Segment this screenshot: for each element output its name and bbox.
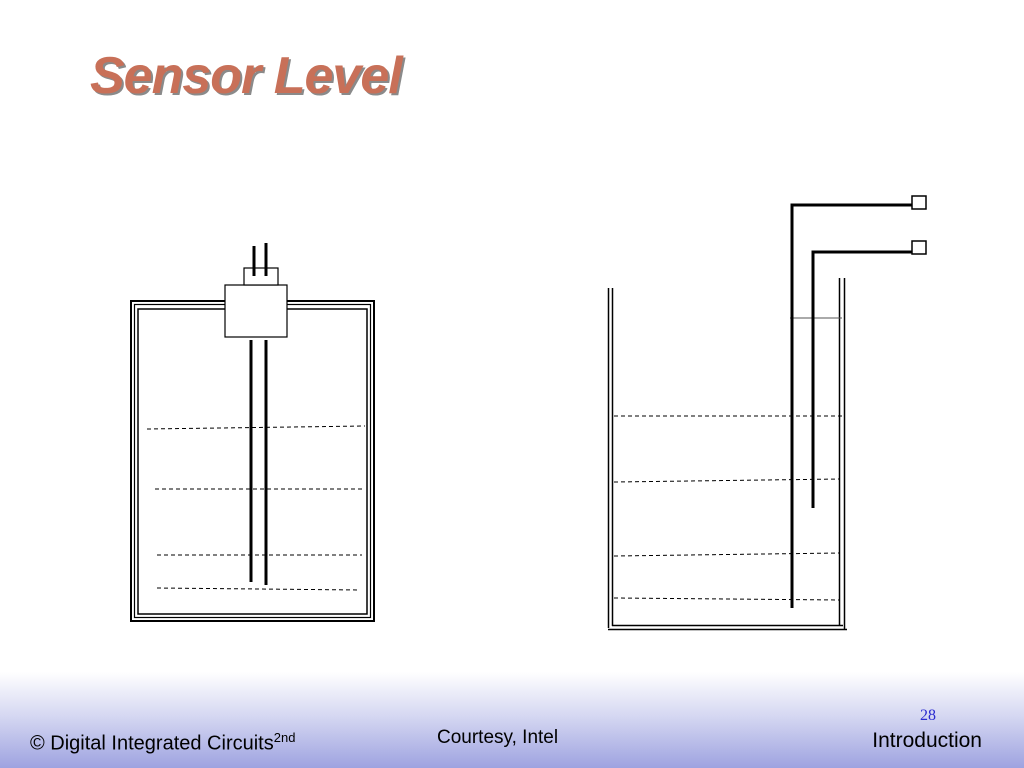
level-line-4 — [156, 587, 361, 591]
level-line-1 — [146, 425, 366, 430]
sensor-connector — [243, 267, 279, 286]
short-electrode — [811, 250, 912, 508]
footer-section: Introduction — [872, 729, 982, 752]
left-liquid-levels — [146, 425, 366, 591]
sensor-level-diagram — [130, 195, 927, 631]
right-tank-sensor — [607, 195, 927, 631]
page-number: 28 — [920, 707, 936, 724]
right-level-line-2 — [613, 478, 841, 483]
footer-copyright: © Digital Integrated Circuits2nd — [30, 730, 295, 756]
copyright-text: © Digital Integrated Circuits — [30, 732, 274, 755]
terminal-2 — [911, 240, 927, 255]
right-tank-walls — [607, 278, 847, 631]
right-liquid-levels — [613, 415, 842, 601]
right-level-line-3 — [613, 552, 841, 557]
left-tank-sensor — [130, 243, 375, 622]
long-electrode — [790, 203, 912, 608]
terminal-1 — [911, 195, 927, 210]
slide-title: Sensor Level — [90, 47, 403, 105]
footer-courtesy: Courtesy, Intel — [437, 727, 559, 748]
edition-superscript: 2nd — [273, 730, 296, 745]
slide-footer: © Digital Integrated Circuits2nd Courtes… — [0, 672, 1024, 768]
sensor-head-box — [224, 284, 288, 338]
right-level-line-4 — [613, 597, 841, 601]
